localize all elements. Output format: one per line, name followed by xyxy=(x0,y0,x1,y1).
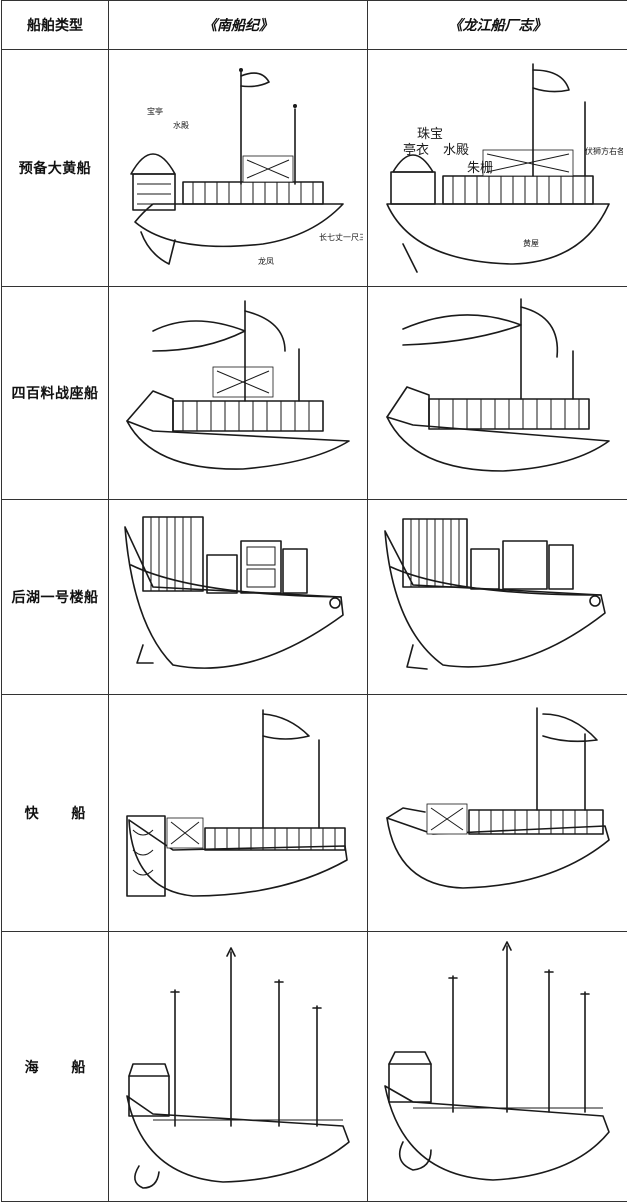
ship-illustration-houhu-longjiang xyxy=(373,505,623,690)
ship-illustration-sibailiao-longjiang xyxy=(373,291,623,496)
ship-illustration-dahuang-nanchuanji: 宝亭 水殿 龙凤 长七丈一尺三寸 xyxy=(113,54,363,282)
ship-illustration-kuaichuan-nanchuanji xyxy=(113,700,363,926)
annotation-dims-longjiang: 伏狮方右各长一尺五寸 xyxy=(585,146,623,156)
annotation-zhubao: 珠宝 xyxy=(417,127,443,142)
table-row: 海 船 xyxy=(2,932,627,1202)
annotation-shuidian-lj: 水殿 xyxy=(443,143,469,158)
table-row: 预备大黄船 xyxy=(2,50,627,287)
illustration-cell xyxy=(109,500,368,695)
illustration-cell xyxy=(109,932,368,1202)
ship-illustration-haichuan-nanchuanji xyxy=(113,936,363,1198)
row-label-kuaichuan: 快 船 xyxy=(2,695,109,932)
table-row: 后湖一号楼船 xyxy=(2,500,627,695)
illustration-cell xyxy=(109,695,368,932)
ship-illustration-dahuang-longjiang: 亭衣 珠宝 水殿 朱栅 黄屋 伏狮方右各长一尺五寸 xyxy=(373,54,623,282)
row-label-houhu-louchuan: 后湖一号楼船 xyxy=(2,500,109,695)
ship-illustration-houhu-nanchuanji xyxy=(113,505,363,690)
annotation-zhushan: 朱栅 xyxy=(467,161,493,176)
ship-illustration-kuaichuan-longjiang xyxy=(373,700,623,926)
table-row: 快 船 xyxy=(2,695,627,932)
annotation-shuidian: 水殿 xyxy=(173,120,189,130)
header-ship-type: 船舶类型 xyxy=(2,1,109,50)
illustration-cell xyxy=(368,932,627,1202)
annotation-dims-nanchuanji: 长七丈一尺三寸 xyxy=(319,232,363,242)
illustration-cell: 亭衣 珠宝 水殿 朱栅 黄屋 伏狮方右各长一尺五寸 xyxy=(368,50,627,287)
annotation-tingyi: 亭衣 xyxy=(403,142,429,158)
illustration-cell xyxy=(368,287,627,500)
row-label-yubei-dahuang: 预备大黄船 xyxy=(2,50,109,287)
illustration-cell: 宝亭 水殿 龙凤 长七丈一尺三寸 xyxy=(109,50,368,287)
illustration-cell xyxy=(368,695,627,932)
illustration-cell xyxy=(368,500,627,695)
annotation-baoting: 宝亭 xyxy=(147,106,163,116)
header-longjiang: 《龙江船厂志》 xyxy=(368,1,627,50)
ship-illustration-haichuan-longjiang xyxy=(373,936,623,1198)
annotation-longfeng: 龙凤 xyxy=(258,256,274,266)
table-row: 四百料战座船 xyxy=(2,287,627,500)
illustration-cell xyxy=(109,287,368,500)
ship-illustration-sibailiao-nanchuanji xyxy=(113,291,363,496)
table-header-row: 船舶类型 《南船纪》 《龙江船厂志》 xyxy=(2,1,627,50)
row-label-haichuan: 海 船 xyxy=(2,932,109,1202)
row-label-sibailiao: 四百料战座船 xyxy=(2,287,109,500)
header-nanchuanji: 《南船纪》 xyxy=(109,1,368,50)
annotation-huangwu: 黄屋 xyxy=(523,238,539,248)
